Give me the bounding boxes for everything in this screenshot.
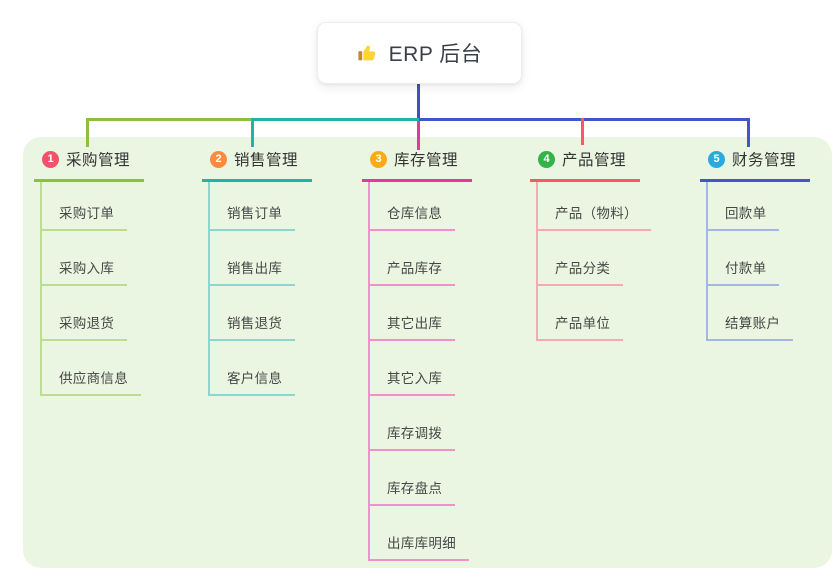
child-node-5-2[interactable]: 付款单 — [708, 257, 780, 286]
child-node-2-1[interactable]: 销售订单 — [210, 202, 296, 231]
child-node-2-3[interactable]: 销售退货 — [210, 312, 296, 341]
child-row: 付款单 — [708, 231, 810, 286]
branch-title-label: 销售管理 — [234, 152, 299, 169]
branch-title-label: 库存管理 — [394, 152, 459, 169]
branch-number-badge-3: 3 — [370, 150, 387, 168]
branch-4: 4 产品管理产品（物料） 产品分类产品单位 — [530, 145, 651, 341]
child-node-3-7[interactable]: 出库库明细 — [370, 532, 469, 561]
child-node-3-1[interactable]: 仓库信息 — [370, 202, 456, 231]
child-node-5-3[interactable]: 结算账户 — [708, 312, 794, 341]
child-row: 销售订单 — [210, 182, 312, 231]
branch-title-3[interactable]: 3 库存管理 — [362, 145, 473, 182]
branch-number-badge-5: 5 — [708, 150, 725, 168]
child-node-2-4[interactable]: 客户信息 — [210, 367, 296, 396]
branch-title-5[interactable]: 5 财务管理 — [700, 145, 811, 182]
branch-title-4[interactable]: 4 产品管理 — [530, 145, 641, 182]
branch-3: 3 库存管理仓库信息产品库存其它出库其它入库库存调拨库存盘点出库库明细 — [362, 145, 473, 561]
child-row: 产品分类 — [538, 231, 651, 286]
child-row: 其它出库 — [370, 286, 472, 341]
child-node-2-2[interactable]: 销售出库 — [210, 257, 296, 286]
branch-children: 销售订单销售出库销售退货客户信息 — [208, 182, 312, 396]
child-row: 库存调拨 — [370, 396, 472, 451]
child-row: 结算账户 — [708, 286, 810, 341]
child-node-1-1[interactable]: 采购订单 — [42, 202, 128, 231]
child-node-1-4[interactable]: 供应商信息 — [42, 367, 141, 396]
child-row: 库存盘点 — [370, 451, 472, 506]
connector-segment — [581, 118, 584, 145]
child-row: 产品（物料） — [538, 182, 651, 231]
branch-2: 2 销售管理销售订单销售出库销售退货客户信息 — [202, 145, 313, 396]
branch-children: 采购订单采购入库采购退货供应商信息 — [40, 182, 144, 396]
branch-title-1[interactable]: 1 采购管理 — [34, 145, 145, 182]
connector-segment — [417, 121, 420, 150]
child-node-3-5[interactable]: 库存调拨 — [370, 422, 456, 451]
child-row: 产品单位 — [538, 286, 651, 341]
child-node-1-3[interactable]: 采购退货 — [42, 312, 128, 341]
child-row: 产品库存 — [370, 231, 472, 286]
child-row: 供应商信息 — [42, 341, 144, 396]
thumbs-up-icon — [357, 42, 379, 64]
branch-children: 回款单付款单结算账户 — [706, 182, 810, 341]
connector-segment — [251, 118, 419, 121]
branch-number-badge-2: 2 — [210, 150, 227, 168]
child-row: 销售出库 — [210, 231, 312, 286]
child-node-3-3[interactable]: 其它出库 — [370, 312, 456, 341]
branch-5: 5 财务管理回款单付款单结算账户 — [700, 145, 811, 341]
child-node-1-2[interactable]: 采购入库 — [42, 257, 128, 286]
child-node-3-2[interactable]: 产品库存 — [370, 257, 456, 286]
branch-1: 1 采购管理采购订单采购入库采购退货供应商信息 — [34, 145, 145, 396]
child-node-4-1[interactable]: 产品（物料） — [538, 202, 651, 231]
child-row: 回款单 — [708, 182, 810, 231]
branch-title-2[interactable]: 2 销售管理 — [202, 145, 313, 182]
child-row: 其它入库 — [370, 341, 472, 396]
branch-children: 仓库信息产品库存其它出库其它入库库存调拨库存盘点出库库明细 — [368, 182, 472, 561]
connector-segment — [86, 118, 89, 147]
child-node-4-3[interactable]: 产品单位 — [538, 312, 624, 341]
child-node-5-1[interactable]: 回款单 — [708, 202, 780, 231]
child-row: 采购订单 — [42, 182, 144, 231]
branch-children: 产品（物料） 产品分类产品单位 — [536, 182, 651, 341]
branch-number-badge-4: 4 — [538, 150, 555, 168]
child-node-3-4[interactable]: 其它入库 — [370, 367, 456, 396]
root-label: ERP 后台 — [388, 43, 483, 66]
child-row: 仓库信息 — [370, 182, 472, 231]
root-node[interactable]: ERP 后台 — [317, 22, 522, 84]
child-row: 采购入库 — [42, 231, 144, 286]
branch-title-label: 产品管理 — [562, 152, 627, 169]
connector-segment — [251, 118, 254, 147]
branches-panel — [23, 137, 832, 568]
branch-title-label: 采购管理 — [66, 152, 131, 169]
connector-segment — [417, 84, 420, 121]
child-row: 采购退货 — [42, 286, 144, 341]
child-row: 销售退货 — [210, 286, 312, 341]
connector-segment — [419, 118, 750, 121]
child-node-4-2[interactable]: 产品分类 — [538, 257, 624, 286]
child-node-3-6[interactable]: 库存盘点 — [370, 477, 456, 506]
branch-number-badge-1: 1 — [42, 150, 59, 168]
child-row: 客户信息 — [210, 341, 312, 396]
branch-title-label: 财务管理 — [732, 152, 797, 169]
connector-segment — [747, 118, 750, 147]
child-row: 出库库明细 — [370, 506, 472, 561]
